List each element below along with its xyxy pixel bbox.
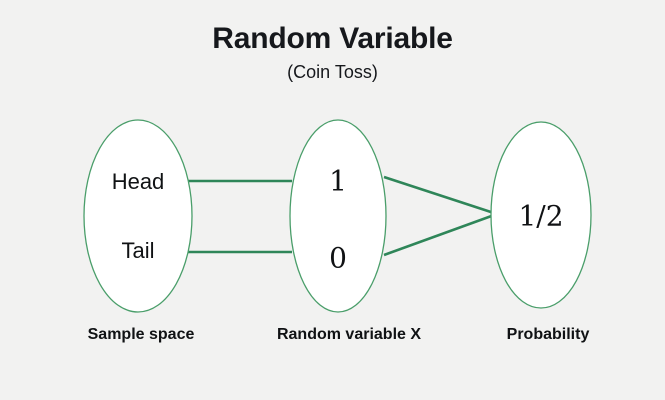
caption-sample-space: Sample space	[87, 326, 195, 343]
ellipse-sample-space[interactable]	[83, 119, 193, 313]
node-label-one: 1	[329, 164, 347, 198]
page-subtitle: (Coin Toss)	[287, 62, 378, 82]
node-label-zero: 0	[329, 241, 347, 275]
node-label-tail: Tail	[121, 238, 155, 263]
caption-random-variable: Random variable X	[276, 326, 422, 343]
edge-zero-to-half	[383, 212, 498, 257]
ellipse-random-variable[interactable]	[289, 119, 387, 313]
page-title: Random Variable	[212, 22, 453, 55]
ellipse-probability[interactable]	[490, 121, 592, 309]
node-label-one-half: 1/2	[518, 199, 564, 233]
caption-probability: Probability	[506, 326, 590, 343]
node-label-head: Head	[111, 169, 165, 194]
edge-one-to-half	[383, 175, 498, 216]
